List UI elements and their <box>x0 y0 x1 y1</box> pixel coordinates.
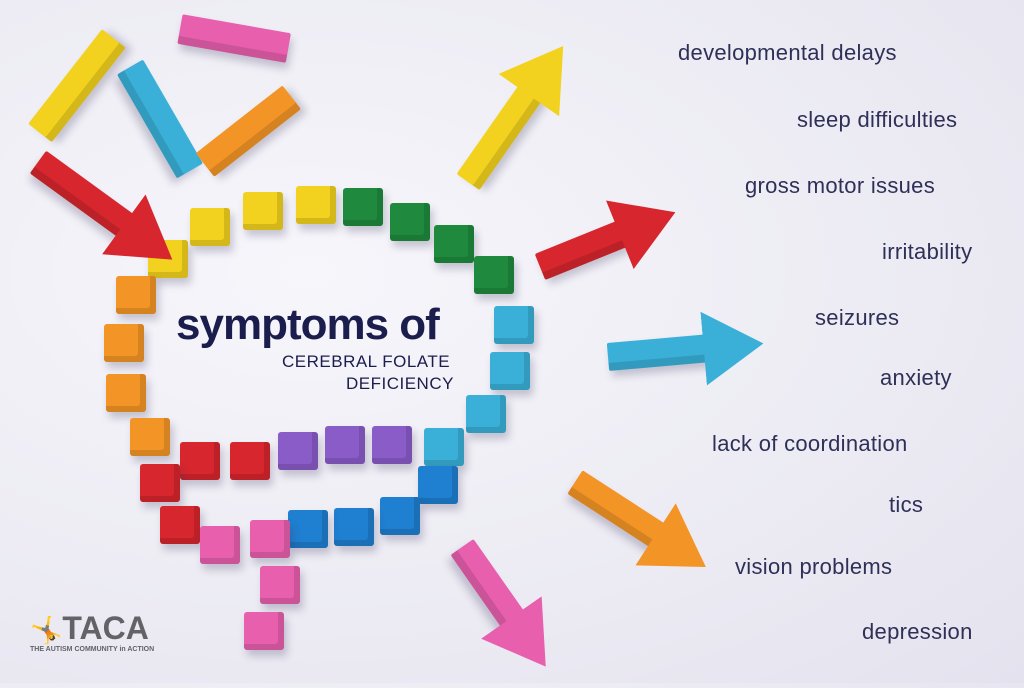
green-block <box>434 225 474 263</box>
symptom-lack-of-coordination: lack of coordination <box>712 431 908 456</box>
orange-block <box>130 418 170 456</box>
purple-block <box>372 426 412 464</box>
logo-wordmark: 🤸TACA <box>30 610 149 646</box>
pink-block <box>200 526 240 564</box>
cyan-arrow-icon <box>606 340 610 374</box>
logo-tagline: THE AUTISM COMMUNITY in ACTION <box>30 646 155 653</box>
symptom-sleep-difficulties: sleep difficulties <box>797 107 958 132</box>
blue-block <box>288 510 328 548</box>
symptom-gross-motor-issues: gross motor issues <box>745 173 936 198</box>
green-block <box>474 256 514 294</box>
purple-block <box>278 432 318 470</box>
headline: symptoms of <box>176 300 440 349</box>
symptom-seizures: seizures <box>815 305 900 330</box>
cyan-block <box>424 428 464 466</box>
orange-block <box>116 276 156 314</box>
green-block <box>343 188 383 226</box>
purple-block <box>325 426 365 464</box>
orange-bar-block <box>195 85 301 177</box>
subtitle-line-1: CEREBRAL FOLATE <box>282 352 451 371</box>
symptom-tics: tics <box>889 492 924 517</box>
two-figures-icon: 🤸 <box>30 615 63 645</box>
cyan-block <box>494 306 534 344</box>
subtitle-line-2: DEFICIENCY <box>346 374 454 393</box>
orange-block <box>104 324 144 362</box>
blue-block <box>380 497 420 535</box>
red-block <box>230 442 270 480</box>
symptom-irritability: irritability <box>882 239 973 264</box>
taca-logo: 🤸TACA THE AUTISM COMMUNITY in ACTION <box>30 612 154 653</box>
yellow-block <box>243 192 283 230</box>
yellow-arrow-icon <box>454 172 482 192</box>
orange-arrow-icon <box>566 468 585 497</box>
yellow-bar-block <box>28 29 126 143</box>
cyan-block <box>466 395 506 433</box>
cyan-bar-block <box>117 59 203 179</box>
red-block <box>180 442 220 480</box>
cyan-block <box>490 352 530 390</box>
blue-block <box>334 508 374 546</box>
green-block <box>390 203 430 241</box>
pink-block <box>244 612 284 650</box>
symptom-anxiety: anxiety <box>880 365 952 390</box>
red-arrow-icon <box>534 251 547 283</box>
orange-block <box>106 374 146 412</box>
pink-arrow-icon <box>448 537 476 557</box>
blue-block <box>418 466 458 504</box>
red-arrow-icon <box>28 148 48 176</box>
pink-block <box>260 566 300 604</box>
symptom-developmental-delays: developmental delays <box>678 40 897 65</box>
symptom-vision-problems: vision problems <box>735 554 893 579</box>
pink-bar-block <box>177 14 291 63</box>
symptom-depression: depression <box>862 619 973 644</box>
red-block <box>140 464 180 502</box>
pink-block <box>250 520 290 558</box>
yellow-block <box>190 208 230 246</box>
yellow-block <box>296 186 336 224</box>
red-block <box>160 506 200 544</box>
